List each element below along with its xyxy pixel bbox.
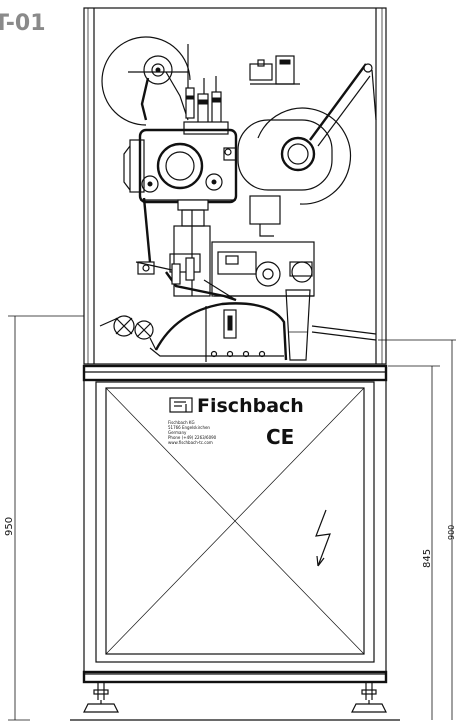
rewind-roll xyxy=(237,63,377,205)
dimension-label-950: 950 xyxy=(4,517,15,536)
address-line: Germany xyxy=(168,430,187,435)
support-column xyxy=(173,195,281,297)
applicator-arm xyxy=(135,197,237,302)
dimension-label-900: 900 xyxy=(447,525,456,540)
brush-rollers xyxy=(99,315,157,351)
address-line: Phone (+49) 2263/6090 xyxy=(168,435,217,440)
electric-hazard-icon xyxy=(315,509,331,567)
labelling-head xyxy=(123,128,238,204)
dimension-right-inner: 845 xyxy=(388,365,440,720)
address-line: 51766 Engelskirchen xyxy=(168,425,210,430)
dispensing-plate xyxy=(149,302,288,362)
ce-mark: CE xyxy=(266,425,294,449)
sensor-cluster xyxy=(183,76,229,135)
brand-plate: Fischbach Fischbach KG 51766 Engelskirch… xyxy=(168,395,304,449)
address-line: Fischbach KG xyxy=(168,420,195,425)
label-reel xyxy=(101,36,191,126)
fischbach-logo-icon xyxy=(169,397,193,413)
drive-motor xyxy=(211,241,315,297)
dimension-right-outer: 900 xyxy=(378,339,456,720)
cabinet-frame xyxy=(82,364,388,684)
leveling-feet xyxy=(70,682,400,721)
dimension-label-845: 845 xyxy=(422,549,433,568)
product-cup xyxy=(285,289,377,361)
upper-housing xyxy=(83,7,387,365)
address-line: www.fischbach-tc.com xyxy=(168,440,213,445)
top-right-fittings xyxy=(249,55,300,85)
brand-name: Fischbach xyxy=(197,395,304,417)
dimension-left: 950 xyxy=(4,315,84,721)
drawing-corner-label: T-01 xyxy=(0,11,46,36)
